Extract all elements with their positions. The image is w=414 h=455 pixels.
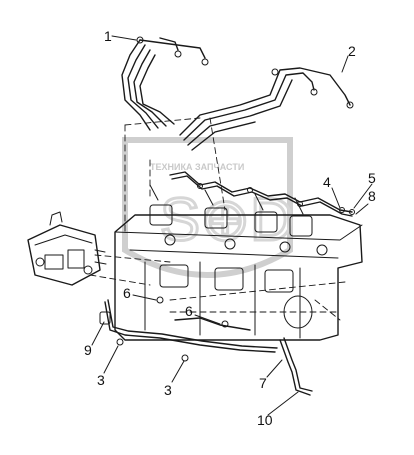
- fuel-injection-pump: [27, 211, 107, 286]
- return-lines-lower: [99, 207, 355, 396]
- callout-5[interactable]: 5: [368, 170, 376, 186]
- leader-lines: [91, 35, 373, 416]
- callout-2[interactable]: 2: [348, 43, 356, 59]
- callout-9[interactable]: 9: [84, 342, 92, 358]
- alignment-dashes: [89, 117, 346, 321]
- injection-lines-upper: [121, 36, 209, 131]
- callouts: 1 2 4 5 8 6 6 9 3 3 7 10: [84, 28, 376, 428]
- injection-lines-right: [179, 67, 354, 151]
- callout-1[interactable]: 1: [104, 28, 112, 44]
- callout-6-center[interactable]: 6: [185, 303, 193, 319]
- callout-7[interactable]: 7: [259, 375, 267, 391]
- callout-6-left[interactable]: 6: [123, 285, 131, 301]
- callout-4[interactable]: 4: [323, 174, 331, 190]
- engine-block: [114, 184, 363, 341]
- callout-3-left[interactable]: 3: [97, 372, 105, 388]
- leak-off-line: [169, 171, 353, 217]
- callout-3-center[interactable]: 3: [164, 382, 172, 398]
- callout-10[interactable]: 10: [257, 412, 273, 428]
- callout-8[interactable]: 8: [368, 188, 376, 204]
- watermark-text: ТЕХНИКА ЗАПЧАСТИ: [150, 162, 244, 172]
